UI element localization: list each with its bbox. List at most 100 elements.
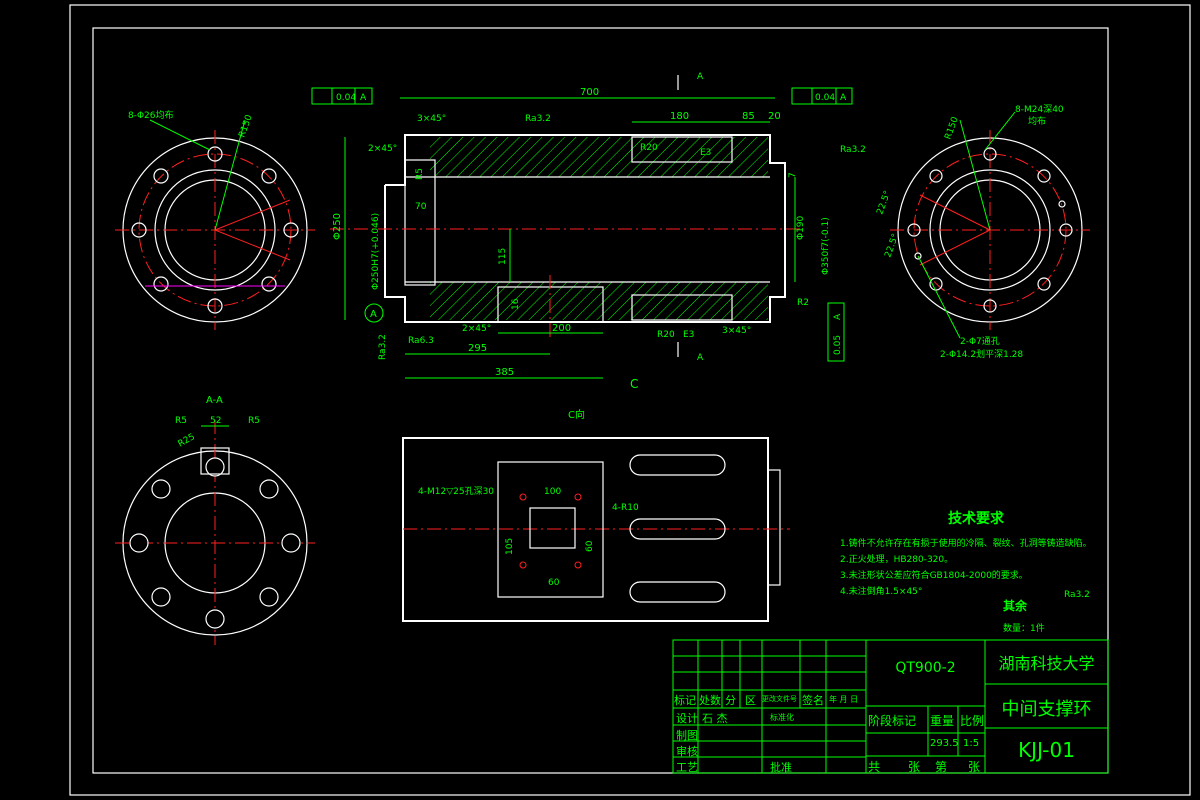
c-h105: 105 bbox=[505, 538, 515, 555]
row-shenhe: 审核 bbox=[676, 745, 698, 758]
c-r10: 4-R10 bbox=[612, 503, 639, 513]
r2: R2 bbox=[797, 298, 809, 308]
tech-item-2: 2.正火处理，HB280-320。 bbox=[840, 555, 954, 565]
foot-zhang2: 张 bbox=[968, 760, 981, 774]
hdr-fen: 分 bbox=[725, 694, 736, 707]
c-hole-note: 4-M12▽25孔深30 bbox=[418, 486, 494, 497]
aa-r25: R25 bbox=[177, 432, 197, 450]
hdr-zhongliang: 重量 bbox=[930, 714, 955, 728]
chamfer-left: 2×45° bbox=[368, 144, 397, 154]
tol-right-val: 0.04 bbox=[815, 93, 835, 103]
ra-right: Ra3.2 bbox=[840, 145, 866, 155]
ra-bottom: Ra3.2 bbox=[378, 334, 388, 360]
row-biaozhun: 标准化 bbox=[770, 713, 794, 722]
dim-385: 385 bbox=[495, 367, 514, 378]
drawing-number: KJJ-01 bbox=[1018, 738, 1075, 762]
tech-title: 技术要求 bbox=[948, 511, 1004, 527]
view-c-title: C向 bbox=[568, 408, 585, 421]
left-flange-view: 8-Φ26均布 R150 bbox=[115, 109, 315, 330]
dim-20: 20 bbox=[768, 111, 781, 122]
aa-title: A-A bbox=[206, 395, 223, 406]
dim-7: 7 bbox=[788, 172, 798, 178]
chamfer-top-left: 3×45° bbox=[417, 114, 446, 124]
ra-top: Ra3.2 bbox=[525, 114, 551, 124]
section-bottom: A bbox=[697, 353, 704, 363]
tech-item-4: 4.未注倒角1.5×45° bbox=[840, 587, 923, 597]
dim-85: 85 bbox=[742, 111, 755, 122]
right-pin-note2: 2-Φ14.2划平深1.28 bbox=[940, 348, 1023, 360]
hdr-gaiwen: 更改文件号 bbox=[762, 695, 797, 703]
tol-box2: A bbox=[833, 313, 843, 320]
chamfer-bottom-right: 3×45° bbox=[722, 326, 751, 336]
ra-63: Ra6.3 bbox=[408, 336, 434, 346]
c-w60: 60 bbox=[548, 578, 560, 588]
dim-r5: R5 bbox=[415, 168, 425, 180]
right-radius: R150 bbox=[943, 115, 961, 141]
hdr-qianming: 签名 bbox=[802, 694, 824, 707]
material: QT900-2 bbox=[895, 660, 956, 676]
hdr-bili: 比例 bbox=[960, 714, 985, 728]
c-h60: 60 bbox=[585, 540, 595, 552]
dia-left: Φ250H7(+0.046) bbox=[371, 213, 381, 290]
aa-w52: 52 bbox=[210, 416, 221, 426]
view-c-arrow: C bbox=[630, 377, 638, 391]
c-w100: 100 bbox=[544, 487, 561, 497]
tech-item-3: 3.未注形状公差应符合GB1804-2000的要求。 bbox=[840, 571, 1028, 581]
right-flange-view: 8-M24深40 均布 R150 22.5° 22.5° 2-Φ7通孔 2-Φ1… bbox=[875, 104, 1090, 360]
dia-right: Φ350f7(-0.1) bbox=[821, 217, 831, 275]
dim-115: 115 bbox=[498, 248, 508, 265]
right-angle1: 22.5° bbox=[875, 190, 893, 216]
right-pin-note: 2-Φ7通孔 bbox=[960, 336, 1000, 347]
dim-16: 16 bbox=[511, 298, 521, 310]
view-c: C向 4-M12▽25孔深30 100 4-R10 105 60 60 bbox=[402, 408, 790, 622]
tol-box1: 0.05 bbox=[833, 335, 843, 355]
hdr-date: 年 月 日 bbox=[829, 695, 859, 704]
r20-top: R20 bbox=[640, 143, 658, 153]
tech-requirements: 技术要求 1.铸件不允许存在有损于使用的冷隔、裂纹、孔洞等铸造缺陷。 2.正火处… bbox=[840, 508, 1110, 600]
dim-200: 200 bbox=[552, 323, 571, 334]
row-sheji: 设计 bbox=[676, 712, 698, 725]
chamfer-bottom: 2×45° bbox=[462, 324, 491, 334]
right-holes-note: 8-M24深40 bbox=[1015, 104, 1064, 115]
dim-total-len: 700 bbox=[580, 87, 599, 98]
right-angle2: 22.5° bbox=[883, 233, 901, 259]
section-aa-view: A-A 52 R5 R5 R25 bbox=[115, 395, 315, 645]
foot-di: 第 bbox=[935, 760, 948, 774]
e3-top: E3 bbox=[700, 148, 711, 158]
hdr-qu: 区 bbox=[745, 694, 756, 707]
designer: 石 杰 bbox=[702, 712, 728, 725]
foot-zhang1: 张 bbox=[908, 760, 921, 774]
dim-70: 70 bbox=[415, 202, 427, 212]
weight: 293.5 bbox=[930, 738, 959, 749]
hdr-biaoji: 标记 bbox=[674, 694, 696, 707]
part-name: 中间支撑环 bbox=[1001, 699, 1092, 720]
dim-190: Φ190 bbox=[796, 215, 806, 240]
aa-r5-left: R5 bbox=[175, 416, 187, 426]
row-pizhun: 批准 bbox=[770, 761, 792, 774]
row-zhitu: 制图 bbox=[676, 729, 698, 742]
right-holes-note2: 均布 bbox=[1028, 115, 1046, 127]
school-name: 湖南科技大学 bbox=[998, 654, 1095, 673]
main-section-view: A 0.04 A 0.04 A 700 180 85 20 Φ250 Φ250H… bbox=[311, 72, 866, 391]
inner-border bbox=[92, 27, 1109, 774]
dim-180: 180 bbox=[670, 111, 689, 122]
section-top: A bbox=[697, 72, 704, 82]
tol-right-ref: A bbox=[840, 93, 847, 103]
hdr-chushu: 处数 bbox=[699, 694, 721, 707]
e3-bottom: E3 bbox=[683, 330, 694, 340]
quantity: 数量：1件 bbox=[1003, 624, 1045, 634]
scale: 1:5 bbox=[963, 738, 980, 749]
hdr-jieduan: 阶段标记 bbox=[868, 714, 917, 728]
tol-left-val: 0.04 bbox=[336, 93, 356, 103]
foot-gong: 共 bbox=[868, 760, 881, 774]
datum-a: A bbox=[370, 309, 377, 320]
left-radius: R150 bbox=[237, 113, 255, 139]
r20-bottom: R20 bbox=[657, 330, 675, 340]
dim-dia250: Φ250 bbox=[332, 213, 343, 240]
tol-left-ref: A bbox=[360, 93, 367, 103]
row-gongyi: 工艺 bbox=[676, 761, 698, 774]
rest-ra: Ra3.2 bbox=[1064, 590, 1090, 600]
outer-border bbox=[69, 4, 1191, 796]
left-holes-note: 8-Φ26均布 bbox=[128, 109, 174, 121]
